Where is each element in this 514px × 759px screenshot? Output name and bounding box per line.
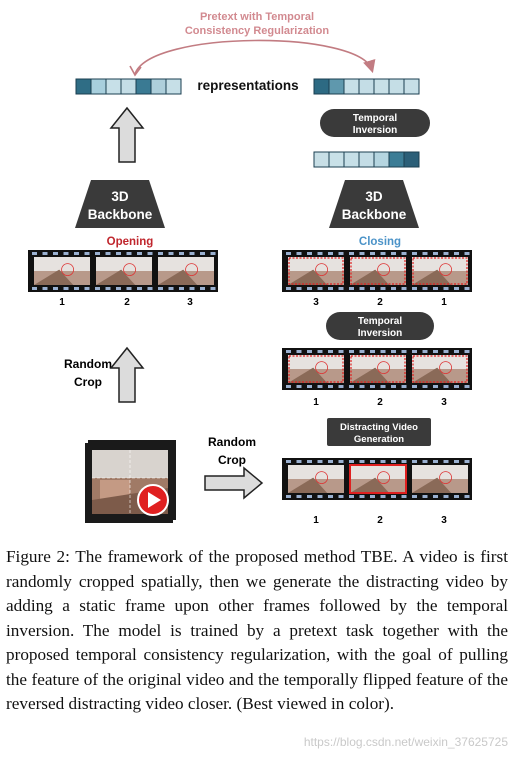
closing-film-strip	[282, 250, 472, 292]
figure-caption: Figure 2: The framework of the proposed …	[6, 547, 508, 713]
random-crop-up-arrow	[109, 346, 145, 403]
vector-cell	[373, 151, 390, 168]
vector-cell	[150, 78, 167, 95]
random-crop-label-upper-2: Crop	[74, 375, 102, 389]
vector-cell	[328, 78, 345, 95]
svg-text:Backbone: Backbone	[88, 207, 153, 222]
framework-figure: Pretext with Temporal Consistency Regula…	[28, 11, 472, 526]
play-icon	[137, 484, 169, 516]
watermark: https://blog.csdn.net/weixin_37625725	[303, 735, 508, 749]
left-up-arrow	[109, 106, 145, 163]
vector-cell	[403, 151, 420, 168]
middle-film-strip	[282, 348, 472, 390]
svg-text:3: 3	[313, 297, 319, 308]
right-representation-vector	[313, 78, 420, 95]
svg-text:3: 3	[187, 297, 193, 308]
pretext-label-line2: Consistency Regularization	[185, 25, 330, 37]
svg-text:3D: 3D	[111, 189, 129, 204]
vector-cell	[135, 78, 152, 95]
representations-label: representations	[197, 78, 298, 93]
opening-frame-numbers: 1 2 3	[59, 297, 193, 308]
vector-cell	[313, 151, 330, 168]
svg-text:Backbone: Backbone	[342, 207, 407, 222]
random-crop-label-lower-1: Random	[208, 435, 256, 449]
vector-cell	[328, 151, 345, 168]
svg-text:1: 1	[441, 297, 447, 308]
svg-text:1: 1	[313, 515, 319, 526]
vector-cell	[313, 78, 330, 95]
vector-cell	[90, 78, 107, 95]
right-3d-backbone: 3D Backbone	[329, 180, 419, 228]
svg-text:2: 2	[377, 397, 383, 408]
random-crop-right-arrow	[204, 466, 264, 500]
pretext-arc-arrow	[134, 39, 376, 75]
middle-frame-numbers: 1 2 3	[313, 397, 447, 408]
vector-cell	[358, 151, 375, 168]
closing-label: Closing	[359, 236, 401, 248]
random-crop-label-lower-2: Crop	[218, 453, 246, 467]
left-representation-vector	[75, 78, 182, 95]
random-crop-label-upper-1: Random	[64, 357, 112, 371]
distracting-video-generation-box: Distracting Video Generation	[327, 418, 431, 446]
svg-text:Distracting Video: Distracting Video	[340, 422, 418, 433]
svg-text:Inversion: Inversion	[358, 328, 402, 339]
vector-cell	[120, 78, 137, 95]
right-inverted-vector	[313, 151, 420, 168]
opening-film-strip	[28, 250, 218, 292]
vector-cell	[75, 78, 92, 95]
svg-text:Temporal: Temporal	[353, 113, 397, 124]
left-3d-backbone: 3D Backbone	[75, 180, 165, 228]
svg-text:Generation: Generation	[354, 434, 404, 445]
bottom-film-strip	[282, 458, 472, 500]
vector-cell	[373, 78, 390, 95]
svg-text:2: 2	[377, 297, 383, 308]
svg-text:3D: 3D	[365, 189, 383, 204]
vector-cell	[358, 78, 375, 95]
opening-label: Opening	[107, 236, 154, 248]
vector-cell	[388, 78, 405, 95]
pretext-arc-start-arrow	[135, 40, 372, 74]
temporal-inversion-middle: Temporal Inversion	[326, 312, 434, 340]
vector-cell	[105, 78, 122, 95]
svg-text:2: 2	[124, 297, 130, 308]
pretext-label-line1: Pretext with Temporal	[200, 11, 314, 23]
svg-text:1: 1	[59, 297, 65, 308]
bottom-frame-numbers: 1 2 3	[313, 515, 447, 526]
svg-text:Temporal: Temporal	[358, 316, 402, 327]
svg-text:3: 3	[441, 397, 447, 408]
svg-text:3: 3	[441, 515, 447, 526]
vector-cell	[403, 78, 420, 95]
closing-frame-numbers: 3 2 1	[313, 297, 447, 308]
vector-cell	[165, 78, 182, 95]
svg-text:1: 1	[313, 397, 319, 408]
vector-cell	[343, 151, 360, 168]
svg-text:Inversion: Inversion	[353, 125, 397, 136]
svg-text:2: 2	[377, 515, 383, 526]
vector-cell	[343, 78, 360, 95]
vector-cell	[388, 151, 405, 168]
temporal-inversion-top: Temporal Inversion	[320, 109, 430, 137]
